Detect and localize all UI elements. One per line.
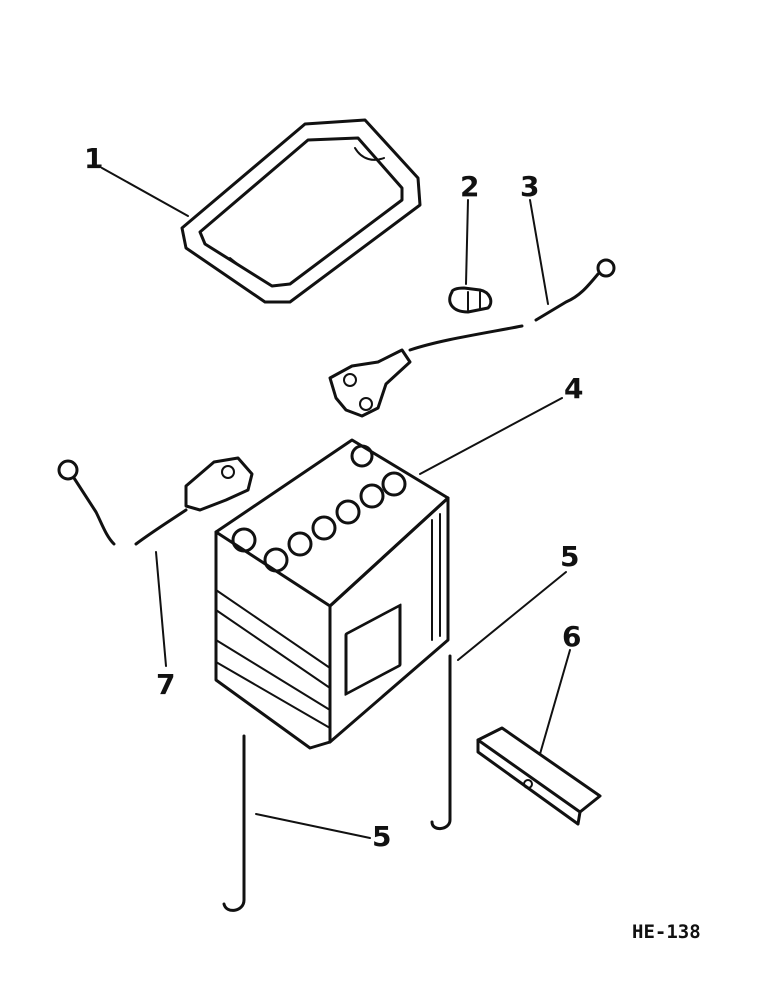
cable-clip-icon <box>448 286 493 314</box>
callout-6: 6 <box>562 620 581 653</box>
ground-cable-icon <box>328 258 616 418</box>
callout-7: 7 <box>156 668 175 701</box>
leader-lines <box>101 167 571 839</box>
callout-3: 3 <box>520 170 539 203</box>
battery-icon <box>214 438 450 750</box>
callout-2: 2 <box>460 170 479 203</box>
callout-5-upper: 5 <box>560 540 579 573</box>
battery-cover-frame-icon <box>180 118 422 304</box>
callout-1: 1 <box>84 142 103 175</box>
battery-caps <box>231 444 407 573</box>
callout-4: 4 <box>564 372 583 405</box>
j-bolt-icon <box>222 654 452 912</box>
hold-down-bracket-icon <box>476 726 602 826</box>
figure-code: HE-138 <box>632 921 701 943</box>
callout-5-lower: 5 <box>372 820 391 853</box>
positive-cable-icon <box>57 456 254 546</box>
